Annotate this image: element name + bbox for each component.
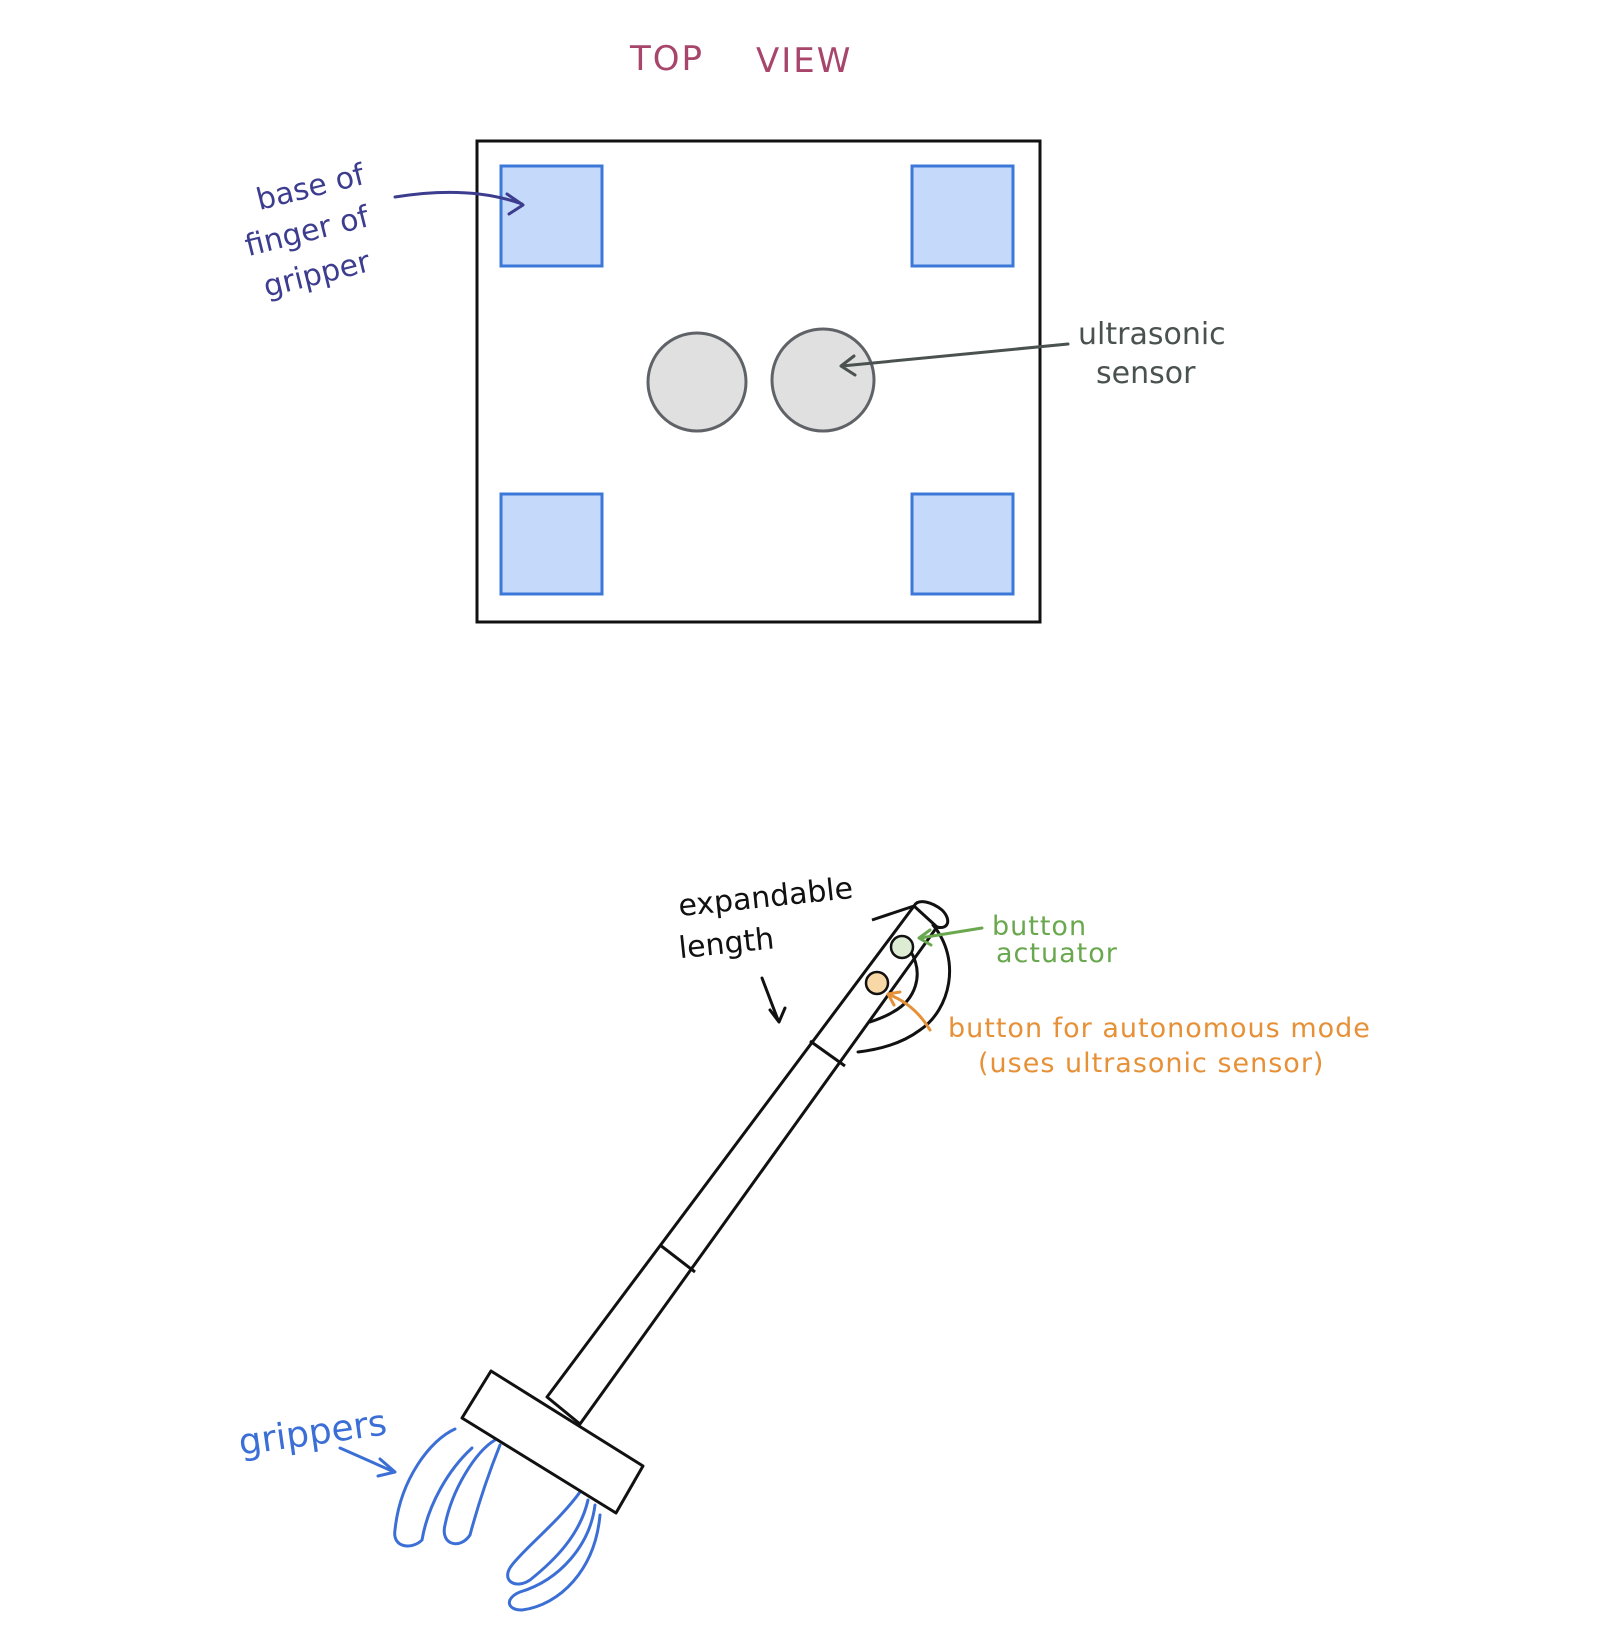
finger-base-bottom-right [910, 492, 1015, 596]
ultrasonic-sensor-right [770, 327, 876, 433]
expandable-length-label: expandable length [677, 871, 855, 966]
gripper-finger-3 [506, 1490, 590, 1586]
top-view-title-top: TOP [629, 39, 704, 79]
ultrasonic-sensor-left [646, 331, 748, 433]
grippers-label-text: grippers [236, 1402, 389, 1463]
gripper-head [460, 1369, 645, 1515]
finger-base-top-right [910, 164, 1015, 268]
grippers-label: grippers [236, 1402, 389, 1463]
sensor-label-line-1: ultrasonic [1078, 317, 1226, 352]
top-view-title-view: VIEW [756, 41, 852, 81]
finger-base-label: base of finger of gripper [242, 157, 375, 305]
length-label-arrow [760, 976, 780, 1022]
sensor-label-arrow [840, 342, 1070, 368]
gripper-finger-2 [442, 1438, 502, 1546]
finger-label-arrow [393, 190, 524, 206]
actuator-label-line-2: actuator [996, 938, 1118, 969]
finger-base-top-left [499, 164, 604, 268]
length-label-line-2: length [677, 921, 776, 966]
pole-joint-lower [659, 1243, 696, 1274]
grippers-label-arrow [338, 1446, 396, 1474]
gripper-finger-4 [507, 1503, 602, 1612]
grippers-label-arrowhead [376, 1457, 397, 1478]
handle-top [871, 900, 950, 930]
sensor-label-arrowhead [839, 354, 857, 377]
finger-base-bottom-left [499, 492, 604, 596]
length-label-line-1: expandable [677, 871, 855, 924]
length-label-arrowhead [768, 1006, 787, 1024]
finger-label-arrowhead [505, 192, 525, 216]
autonomous-mode-button [864, 970, 890, 996]
auto-label-arrow [888, 993, 932, 1032]
pole-joint-upper [809, 1039, 846, 1068]
actuator-button [889, 934, 915, 960]
actuator-label-line-1: button [992, 911, 1087, 942]
handle-inner-guard [868, 948, 919, 1024]
auto-label-line-1: button for autonomous mode [948, 1013, 1371, 1044]
actuator-label-arrow [918, 926, 984, 940]
handle-outer-guard [856, 923, 952, 1054]
actuator-label-arrowhead [917, 928, 933, 947]
auto-label-line-2: (uses ultrasonic sensor) [978, 1048, 1324, 1079]
gripper-finger-1 [393, 1427, 474, 1548]
sensor-label-line-2: sensor [1096, 356, 1196, 391]
auto-label-arrowhead [886, 990, 902, 1007]
